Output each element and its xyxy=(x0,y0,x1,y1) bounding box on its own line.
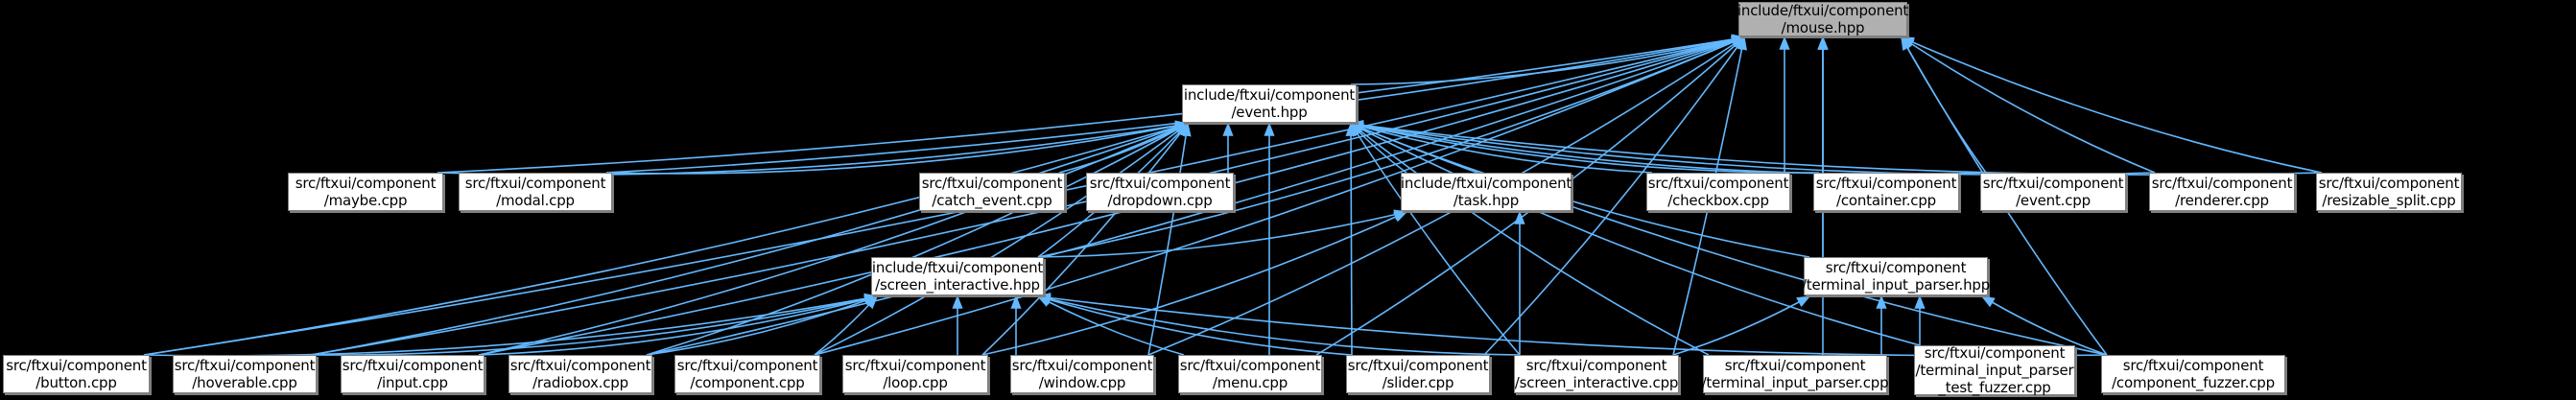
graph-node-label: include/ftxui/component /mouse.hpp xyxy=(1737,2,1909,36)
graph-node-label: src/ftxui/component /menu.cpp xyxy=(1179,357,1321,391)
graph-edge xyxy=(310,294,879,356)
graph-node-maybe-cpp[interactable]: src/ftxui/component /maybe.cpp xyxy=(288,173,443,211)
graph-node-label: include/ftxui/component /event.hpp xyxy=(1183,86,1356,121)
graph-edge xyxy=(1349,120,2156,176)
graph-edge xyxy=(1036,294,1353,356)
graph-node-label: src/ftxui/component /catch_event.cpp xyxy=(921,175,1063,209)
graph-edge xyxy=(1058,123,1190,174)
graph-node-label: src/ftxui/component /window.cpp xyxy=(1011,357,1153,391)
graph-edge xyxy=(1147,122,1192,356)
graph-edge xyxy=(1349,120,1987,176)
graph-edge xyxy=(1349,123,2108,356)
graph-node-label: src/ftxui/component /event.cpp xyxy=(1982,175,2124,209)
graph-node-resizable-split-cpp[interactable]: src/ftxui/component /resizable_split.cpp xyxy=(2316,173,2462,211)
graph-node-label: src/ftxui/component /terminal_input_pars… xyxy=(1801,259,1991,294)
graph-edge xyxy=(478,123,1190,356)
graph-node-container-cpp[interactable]: src/ftxui/component /container.cpp xyxy=(1813,173,1959,211)
graph-edge xyxy=(1349,120,2323,176)
graph-node-button-cpp[interactable]: src/ftxui/component /button.cpp xyxy=(3,355,150,393)
graph-node-label: src/ftxui/component /component.cpp xyxy=(676,357,818,391)
graph-edge xyxy=(1349,121,1820,174)
graph-node-checkbox-cpp[interactable]: src/ftxui/component /checkbox.cpp xyxy=(1646,173,1790,211)
graph-edge xyxy=(981,211,1408,356)
graph-node-label: src/ftxui/component /terminal_input_pars… xyxy=(1915,344,2074,396)
graph-edge xyxy=(814,123,1190,356)
graph-edge xyxy=(143,293,879,357)
graph-edge xyxy=(1036,294,1521,356)
graph-node-terminal-input-parser-test-fuzzer-cpp[interactable]: src/ftxui/component /terminal_input_pars… xyxy=(1914,344,2075,396)
graph-node-radiobox-cpp[interactable]: src/ftxui/component /radiobox.cpp xyxy=(508,355,652,393)
graph-node-menu-cpp[interactable]: src/ftxui/component /menu.cpp xyxy=(1178,355,1322,393)
graph-node-label: src/ftxui/component /loop.cpp xyxy=(844,357,986,391)
graph-edge xyxy=(1350,35,1746,85)
graph-node-terminal-input-parser-hpp[interactable]: src/ftxui/component /terminal_input_pars… xyxy=(1801,257,1991,295)
graph-edge xyxy=(437,34,1746,174)
graph-node-screen-interactive-cpp[interactable]: src/ftxui/component /screen_interactive.… xyxy=(1514,355,1679,393)
graph-node-label: src/ftxui/component /button.cpp xyxy=(6,357,147,391)
graph-node-task-hpp[interactable]: include/ftxui/component /task.hpp xyxy=(1401,173,1572,211)
graph-edge xyxy=(310,122,1190,356)
graph-node-label: src/ftxui/component /screen_interactive.… xyxy=(1514,357,1679,391)
graph-node-label: include/ftxui/component /task.hpp xyxy=(1400,175,1572,209)
graph-node-label: src/ftxui/component /maybe.cpp xyxy=(295,175,437,209)
graph-node-label: src/ftxui/component /modal.cpp xyxy=(464,175,606,209)
graph-node-label: src/ftxui/component /input.cpp xyxy=(342,357,484,391)
graph-edge xyxy=(1036,295,1185,356)
graph-edge xyxy=(1349,123,1710,356)
graph-edge xyxy=(1900,36,2156,174)
graph-edge xyxy=(1037,36,1746,258)
graph-node-event-hpp[interactable]: include/ftxui/component /event.hpp xyxy=(1182,84,1357,123)
graph-node-slider-cpp[interactable]: src/ftxui/component /slider.cpp xyxy=(1346,355,1490,393)
graph-edge xyxy=(1901,35,1987,174)
graph-edge xyxy=(1037,209,1408,258)
graph-node-loop-cpp[interactable]: src/ftxui/component /loop.cpp xyxy=(842,355,988,393)
graph-node-window-cpp[interactable]: src/ftxui/component /window.cpp xyxy=(1010,355,1154,393)
graph-node-component-fuzzer-cpp[interactable]: src/ftxui/component /component_fuzzer.cp… xyxy=(2101,355,2285,393)
graph-node-dropdown-cpp[interactable]: src/ftxui/component /dropdown.cpp xyxy=(1086,173,1234,211)
graph-edge xyxy=(646,295,879,356)
graph-node-label: src/ftxui/component /resizable_split.cpp xyxy=(2318,175,2460,209)
graph-node-renderer-cpp[interactable]: src/ftxui/component /renderer.cpp xyxy=(2149,173,2295,211)
graph-node-component-cpp[interactable]: src/ftxui/component /component.cpp xyxy=(674,355,820,393)
graph-node-event-cpp[interactable]: src/ftxui/component /event.cpp xyxy=(1980,173,2126,211)
graph-node-hoverable-cpp[interactable]: src/ftxui/component /hoverable.cpp xyxy=(173,355,317,393)
graph-edge xyxy=(1345,122,1357,356)
graph-node-label: src/ftxui/component /component_fuzzer.cp… xyxy=(2112,357,2275,391)
graph-edge xyxy=(1349,123,1921,346)
graph-edge xyxy=(1350,122,1521,356)
graph-node-terminal-input-parser-cpp[interactable]: src/ftxui/component /terminal_input_pars… xyxy=(1701,355,1889,393)
graph-node-modal-cpp[interactable]: src/ftxui/component /modal.cpp xyxy=(459,173,612,211)
graph-node-mouse-hpp[interactable]: include/ftxui/component /mouse.hpp xyxy=(1737,2,1909,36)
graph-edge xyxy=(605,34,1746,174)
graph-node-label: src/ftxui/component /radiobox.cpp xyxy=(509,357,651,391)
graph-node-label: src/ftxui/component /slider.cpp xyxy=(1347,357,1489,391)
graph-node-label: src/ftxui/component /checkbox.cpp xyxy=(1647,175,1789,209)
graph-node-screen-interactive-hpp[interactable]: include/ftxui/component /screen_interact… xyxy=(871,257,1044,295)
graph-node-label: src/ftxui/component /hoverable.cpp xyxy=(174,357,316,391)
graph-node-label: src/ftxui/component /dropdown.cpp xyxy=(1089,175,1231,209)
graph-edge xyxy=(437,120,1190,176)
graph-edge xyxy=(1349,121,1653,174)
graph-edge xyxy=(605,120,1190,175)
graph-edge xyxy=(1349,122,1407,174)
graph-edge xyxy=(1900,36,2323,174)
graph-edge xyxy=(981,122,1189,356)
graph-node-label: include/ftxui/component /screen_interact… xyxy=(871,259,1044,294)
graph-edge xyxy=(814,294,879,356)
graph-node-label: src/ftxui/component /terminal_input_pars… xyxy=(1701,357,1889,391)
graph-edge xyxy=(143,122,1190,356)
graph-edge xyxy=(478,294,879,356)
graph-node-catch-event-cpp[interactable]: src/ftxui/component /catch_event.cpp xyxy=(919,173,1065,211)
graph-node-label: src/ftxui/component /renderer.cpp xyxy=(2151,175,2293,209)
graph-node-input-cpp[interactable]: src/ftxui/component /input.cpp xyxy=(341,355,484,393)
graph-edge xyxy=(646,123,1190,356)
graph-edge xyxy=(1672,295,1811,356)
graph-node-label: src/ftxui/component /container.cpp xyxy=(1815,175,1957,209)
